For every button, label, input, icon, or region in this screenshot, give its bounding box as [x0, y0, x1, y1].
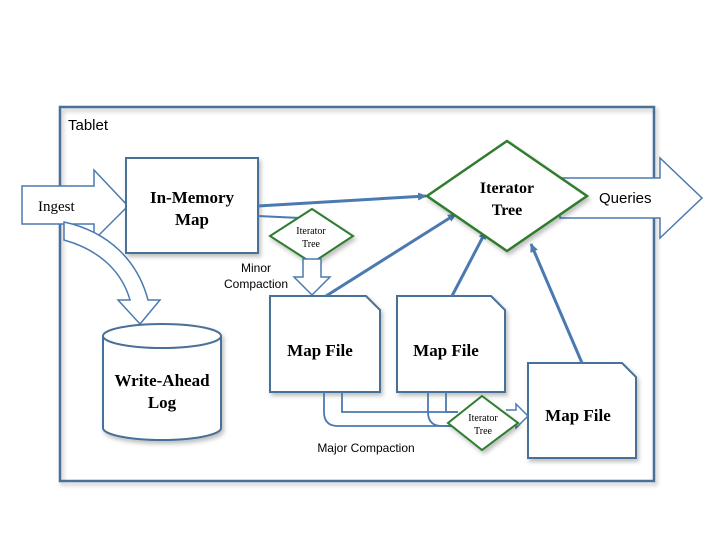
- map-file-2-label: Map File: [413, 341, 479, 360]
- wal-curved-arrow: [63, 221, 162, 326]
- main-iterator-tree-line1: Iterator: [480, 180, 534, 197]
- memmap-to-minor-line: [257, 215, 301, 219]
- minor-compaction-line1: Minor: [241, 261, 271, 275]
- in-memory-map-box: [125, 157, 259, 254]
- major-compaction-label: Major Compaction: [317, 441, 414, 455]
- mapfile2-to-iterator-arrow: [450, 230, 488, 297]
- in-memory-map-line2: Map: [175, 210, 209, 229]
- ingest-arrow: [21, 168, 130, 242]
- main-iterator-tree-diamond: [424, 139, 590, 253]
- in-memory-map-line1: In-Memory: [150, 188, 235, 207]
- map-file-2: [396, 295, 506, 393]
- major-compaction-path-3: [427, 392, 458, 427]
- wal-label-line1: Write-Ahead: [114, 371, 210, 390]
- wal-label-line2: Log: [148, 393, 177, 412]
- minor-compaction-arrow: [292, 258, 332, 297]
- tablet-label: Tablet: [68, 117, 109, 134]
- map-file-1: [269, 295, 381, 393]
- minor-compaction-line2: Compaction: [224, 277, 288, 291]
- mapfile1-to-iterator-arrow: [325, 212, 457, 298]
- queries-label: Queries: [599, 190, 652, 207]
- tablet-box: [58, 105, 656, 483]
- map-file-1-label: Map File: [287, 341, 353, 360]
- major-iterator-tree-line2: Tree: [474, 426, 493, 437]
- write-ahead-log: [102, 323, 222, 441]
- map-file-3-label: Map File: [545, 406, 611, 425]
- major-compaction-path-1: [323, 392, 458, 427]
- queries-arrow: [559, 156, 704, 240]
- ingest-label: Ingest: [38, 199, 75, 215]
- mapfile3-to-iterator-arrow: [529, 243, 584, 364]
- minor-iterator-tree-line1: Iterator: [296, 226, 326, 237]
- map-file-3: [527, 362, 637, 459]
- major-iterator-tree-line1: Iterator: [468, 413, 498, 424]
- memmap-to-iterator-arrow: [257, 192, 427, 208]
- major-compaction-path-4: [445, 392, 458, 413]
- minor-iterator-tree-line2: Tree: [302, 239, 321, 250]
- major-iterator-tree-diamond: [446, 394, 520, 452]
- major-compaction-path-2: [341, 392, 458, 413]
- main-iterator-tree-line2: Tree: [492, 202, 523, 219]
